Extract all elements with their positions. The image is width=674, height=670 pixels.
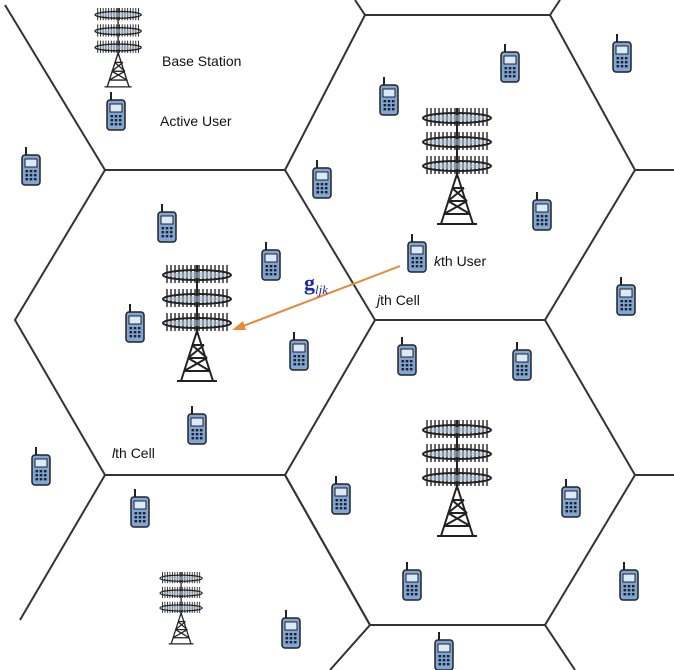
legend-active-user-label: Active User bbox=[160, 113, 232, 129]
user-phone-icon bbox=[125, 303, 145, 343]
user-phone-icon bbox=[512, 341, 532, 381]
user-phone-icon bbox=[130, 488, 150, 528]
cell-border-upper-left bbox=[4, 4, 106, 171]
user-phone-icon bbox=[619, 561, 639, 601]
kth-user-label: kth User bbox=[434, 253, 486, 269]
legend-base-station-icon bbox=[95, 8, 141, 87]
user-phone-icon bbox=[379, 76, 399, 116]
user-phone-icon bbox=[157, 203, 177, 243]
cell-grid bbox=[4, 0, 674, 670]
user-phone-icon bbox=[31, 446, 51, 486]
user-phone-icon bbox=[261, 241, 281, 281]
user-phone-icon bbox=[402, 561, 422, 601]
user-phone-icon bbox=[434, 631, 454, 670]
lth-cell-label: lth Cell bbox=[112, 445, 155, 461]
user-phone-icon bbox=[407, 233, 427, 273]
cell-border-top bbox=[354, 0, 561, 16]
channel-symbol: g bbox=[304, 270, 315, 295]
legend-user-icon bbox=[106, 91, 126, 131]
base-station-icon bbox=[160, 572, 202, 644]
user-phone-icon bbox=[397, 336, 417, 376]
user-phone-icon bbox=[331, 475, 351, 515]
user-phone-icon bbox=[289, 331, 309, 371]
base-station-icon bbox=[163, 265, 231, 381]
cell-border-bottom bbox=[284, 474, 576, 670]
user-phone-icon bbox=[281, 609, 301, 649]
legend-base-station-label: Base Station bbox=[162, 53, 241, 69]
channel-subscript: ljk bbox=[315, 282, 328, 297]
user-phone-icon bbox=[312, 159, 332, 199]
channel-label: gljk bbox=[304, 270, 328, 297]
user-phone-icon bbox=[532, 191, 552, 231]
user-phone-icon bbox=[616, 276, 636, 316]
jth-cell-label: jth Cell bbox=[375, 292, 420, 308]
user-phone-icon bbox=[21, 146, 41, 186]
base-station-icon bbox=[423, 420, 491, 536]
user-phone-icon bbox=[561, 478, 581, 518]
user-phone-icon bbox=[612, 33, 632, 73]
channel-arrow bbox=[237, 265, 401, 329]
user-phone-icon bbox=[187, 405, 207, 445]
cell-border-lower-left bbox=[19, 474, 106, 621]
channel-arrowhead bbox=[232, 321, 246, 330]
user-phone-icon bbox=[500, 43, 520, 83]
base-station-icon bbox=[423, 108, 491, 224]
